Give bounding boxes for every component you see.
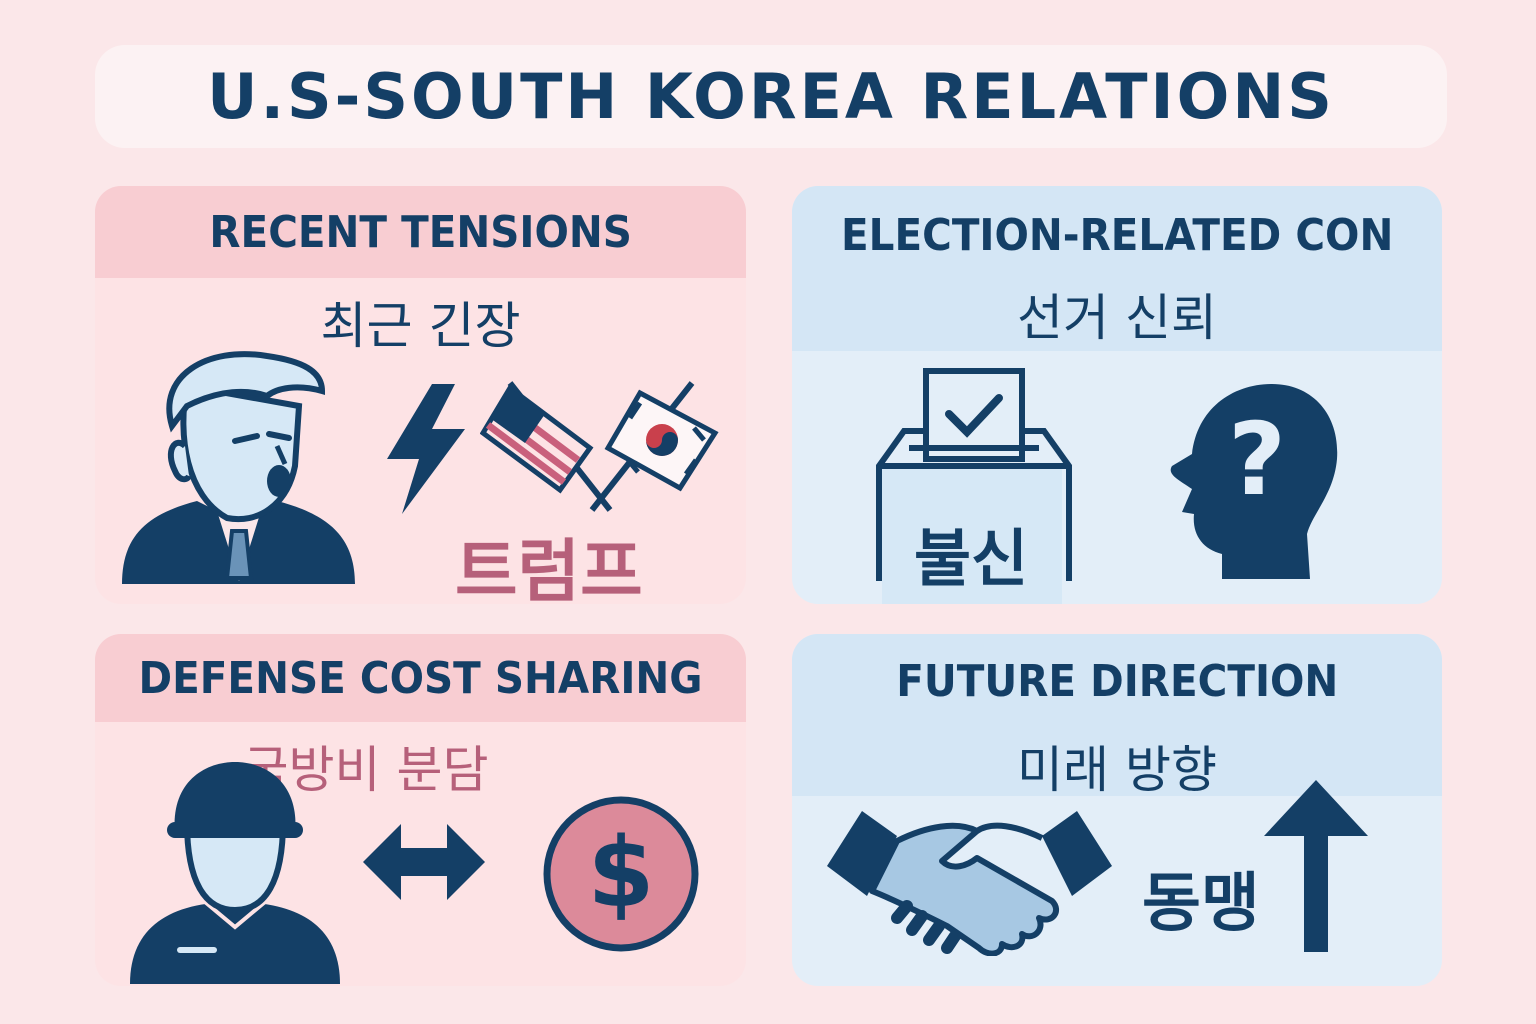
panel-subtitle: 미래 방향 <box>1017 741 1217 799</box>
panel-label: 동맹 <box>1142 867 1260 941</box>
panel-subtitle: 선거 신뢰 <box>1017 289 1217 347</box>
lightning-icon <box>387 384 465 514</box>
panel-heading: RECENT TENSIONS <box>209 206 632 258</box>
person-bust-icon <box>122 351 355 584</box>
panel-subtitle: 최근 긴장 <box>320 297 521 355</box>
handshake-icon <box>827 811 1112 956</box>
panel-heading-bar: FUTURE DIRECTION <box>792 634 1442 796</box>
panel-heading-bar: DEFENSE COST SHARING <box>95 634 746 722</box>
checkmark-icon <box>945 394 1003 438</box>
panel-label: 불신 <box>914 522 1029 595</box>
soldier-icon <box>130 762 340 984</box>
panel-election: ELECTION-RELATED CON 선거 신뢰 불신 ? <box>792 186 1442 604</box>
svg-text:?: ? <box>1228 401 1286 518</box>
double-arrow-icon <box>363 824 485 900</box>
title-bar: U.S-SOUTH KOREA RELATIONS <box>95 45 1447 148</box>
panel-heading: ELECTION-RELATED CON <box>840 210 1394 261</box>
ballot-box-icon <box>876 368 1072 604</box>
crossed-flags <box>480 381 719 512</box>
dollar-coin-icon: $ <box>543 796 699 952</box>
panel-heading-bar: ELECTION-RELATED CON <box>792 186 1442 351</box>
svg-text:$: $ <box>588 817 655 929</box>
panel-heading-bar: RECENT TENSIONS <box>95 186 746 278</box>
panel-heading: FUTURE DIRECTION <box>895 656 1339 707</box>
page-title: U.S-SOUTH KOREA RELATIONS <box>207 60 1335 133</box>
panel-future: FUTURE DIRECTION 미래 방향 동맹 <box>792 634 1442 986</box>
panel-defense: DEFENSE COST SHARING 국방비 분담 $ <box>95 634 746 986</box>
korea-flag-icon <box>604 389 719 492</box>
panel-heading: DEFENSE COST SHARING <box>138 652 703 704</box>
us-flag-icon <box>480 384 594 494</box>
panel-label: 트럼프 <box>455 533 643 604</box>
head-question-icon: ? <box>1170 384 1338 579</box>
up-arrow-icon <box>1264 780 1368 952</box>
panel-recent-tensions: RECENT TENSIONS 최근 긴장 트럼프 <box>95 186 746 604</box>
